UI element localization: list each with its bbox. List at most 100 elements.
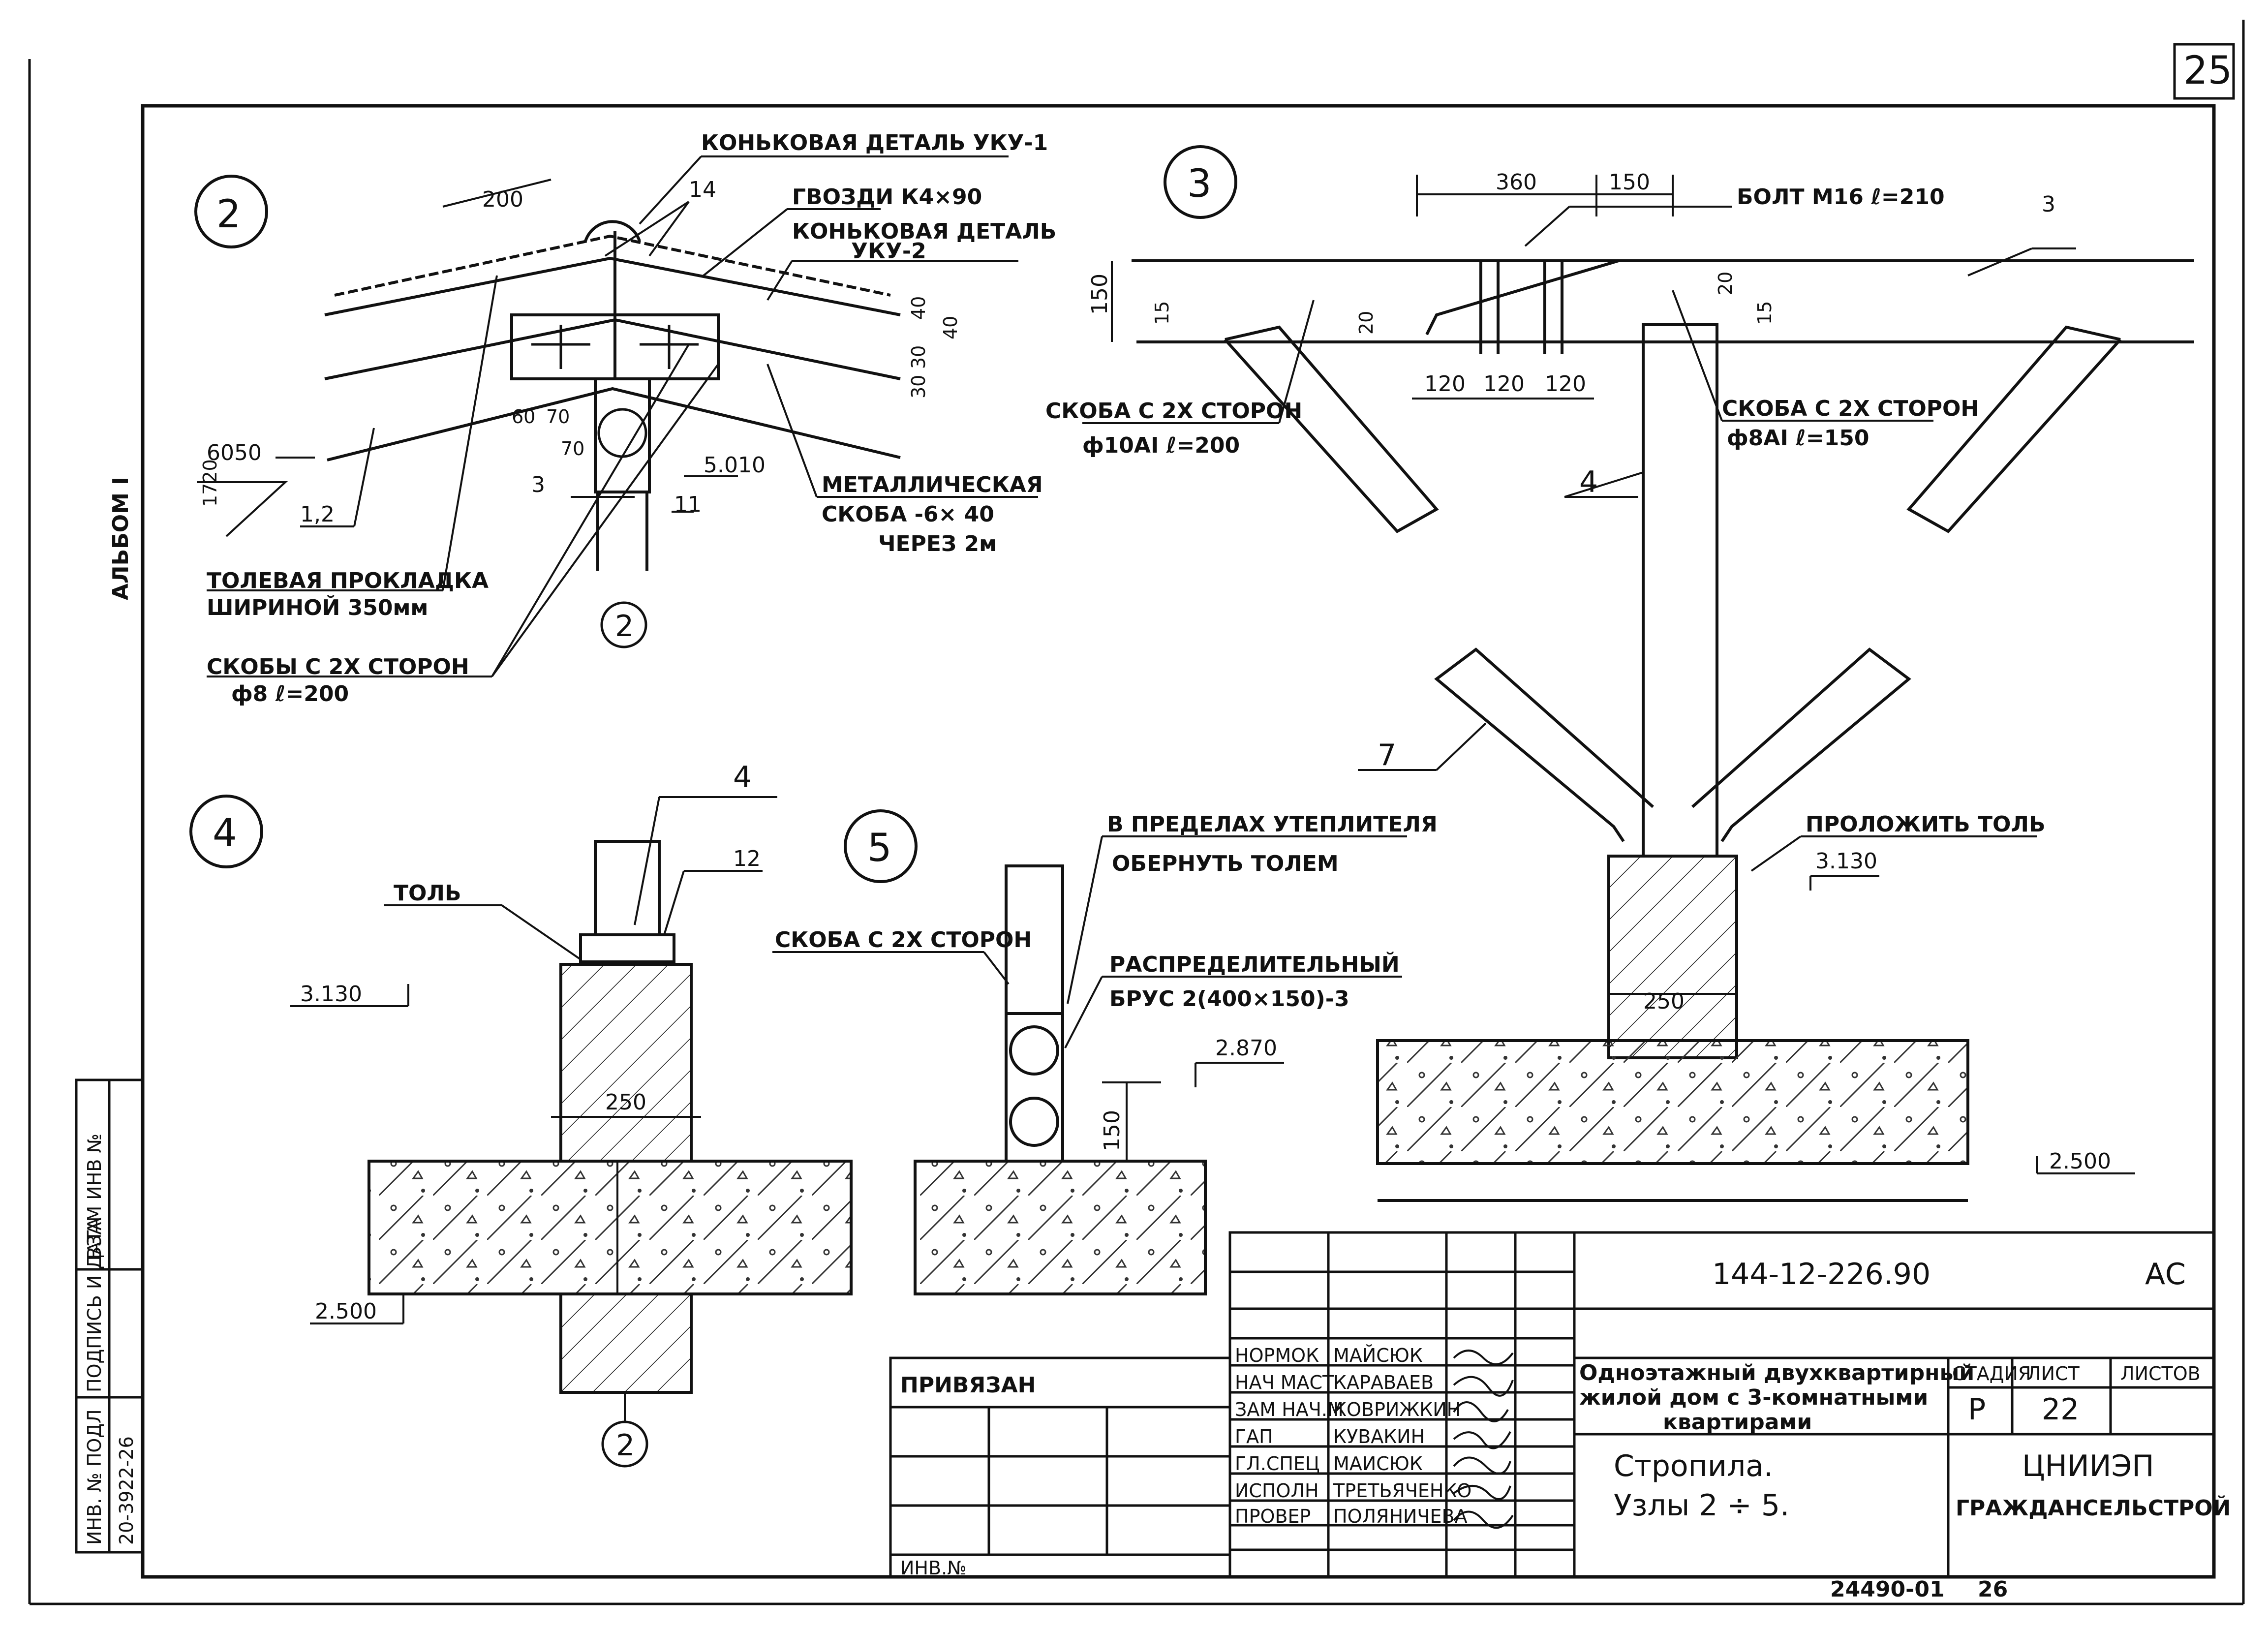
project-line3: квартирами (1663, 1410, 1812, 1435)
role-1: НАЧ МАСТ (1235, 1372, 1334, 1393)
label-4: 4 (1579, 465, 1598, 499)
metal-staple-line1: МЕТАЛЛИЧЕСКАЯ (822, 472, 1043, 497)
insulation-line2: ОБЕРНУТЬ ТОЛЕМ (1112, 851, 1339, 876)
dim-20a: 20 (1355, 311, 1377, 335)
staple-label: СКОБА С 2Х СТОРОН (775, 927, 1032, 953)
name-3: КУВАКИН (1333, 1426, 1425, 1447)
bolt-label: БОЛТ М16 ℓ=210 (1737, 185, 1945, 210)
node-3: 3 (1045, 145, 2194, 1202)
page-number: 25 (2183, 49, 2232, 93)
bottom-page: 26 (1978, 1577, 2008, 1602)
node-4-ref-circle (601, 1420, 648, 1468)
staples-line1: СКОБЫ С 2Х СТОРОН (207, 654, 469, 679)
node-3-geometry (1132, 259, 2194, 1202)
side-signature: ПОДПИСЬ И ДАТА (84, 1218, 105, 1392)
dim-40b: 40 (940, 316, 961, 339)
node-2: 2 (194, 130, 1056, 707)
ridge-detail-1-label: КОНЬКОВАЯ ДЕТАЛЬ УКУ-1 (701, 130, 1048, 155)
stage-header: СТАДИЯ (1952, 1363, 2031, 1384)
org-line2: ГРАЖДАНСЕЛЬСТРОЙ (1956, 1495, 2231, 1521)
node-3-number: 3 (1187, 162, 1212, 206)
metal-staple-line2: СКОБА -6× 40 (822, 502, 994, 527)
node-2-log-section (597, 408, 647, 458)
dim-1720: 1720 (199, 459, 221, 507)
role-2: ЗАМ НАЧ.М (1235, 1399, 1344, 1420)
title-block (889, 1231, 2215, 1578)
dim-30b: 30 (908, 375, 929, 399)
staple-right-line1: СКОБА С 2Х СТОРОН (1722, 396, 1979, 421)
dim-40a: 40 (908, 296, 929, 320)
side-stamp (75, 1078, 144, 1554)
beam-line1: РАСПРЕДЕЛИТЕЛЬНЫЙ (1109, 951, 1400, 977)
name-0: МАЙСЮК (1333, 1345, 1423, 1366)
stamp-code: 144-12-226.90 (1712, 1257, 1931, 1292)
insulation-line1: В ПРЕДЕЛАХ УТЕПЛИТЕЛЯ (1107, 812, 1438, 837)
node-2-ref-circle (600, 601, 647, 648)
node-2-roof (324, 220, 901, 571)
dim-250: 250 (605, 1090, 646, 1115)
node-5-callout (844, 809, 918, 883)
side-replace: ВЗАМ ИНВ № (84, 1134, 105, 1260)
nails-label: ГВОЗДИ К4×90 (792, 185, 982, 210)
sheet-title-line1: Стропила. (1614, 1449, 1773, 1483)
dim-120a: 120 (1424, 371, 1466, 397)
mark-2500: 2.500 (315, 1299, 377, 1324)
dim-120b: 120 (1483, 371, 1525, 397)
node-4-callout (189, 795, 263, 868)
dim-15a: 15 (1151, 301, 1173, 325)
label-12: 12 (733, 846, 761, 871)
beam-line2: БРУС 2(400×150)-3 (1109, 986, 1349, 1012)
ridge-detail-2-label-line2: УКУ-2 (851, 239, 926, 264)
name-4: МАИСЮК (1333, 1453, 1423, 1475)
label-1-2: 1,2 (300, 502, 335, 527)
sheet-header: ЛИСТ (2027, 1363, 2080, 1384)
dim-30a: 30 (908, 345, 929, 369)
name-6: ПОЛЯНИЧЕВА (1333, 1506, 1468, 1527)
node-2-number: 2 (216, 192, 241, 237)
dim-15b: 15 (1754, 301, 1776, 325)
dim-150: 150 (1609, 170, 1650, 195)
node-2-leaders (197, 155, 1038, 677)
node-4-number: 4 (213, 811, 237, 856)
felt-label: ТОЛЬ (394, 881, 461, 906)
label-3: 3 (531, 472, 545, 497)
node-3-dimlines (1082, 175, 2135, 1174)
lay-felt-label: ПРОЛОЖИТЬ ТОЛЬ (1806, 812, 2045, 837)
staples-line2: ф8 ℓ=200 (231, 681, 349, 707)
name-5: ТРЕТЬЯЧЕНКО (1333, 1480, 1471, 1502)
mark-2500: 2.500 (2049, 1149, 2111, 1174)
dim-6050: 6050 (207, 440, 262, 465)
label-3: 3 (2042, 192, 2055, 217)
side-inv-orig: ИНВ. № ПОДЛ (84, 1409, 105, 1545)
sheets-header: ЛИСТОВ (2120, 1363, 2201, 1384)
role-0: НОРМОК (1235, 1345, 1319, 1366)
dim-70a: 70 (546, 406, 570, 428)
project-line2: жилой дом с 3-комнатными (1579, 1385, 1928, 1410)
label-11: 11 (674, 492, 702, 517)
org-line1: ЦНИИЭП (2022, 1449, 2154, 1483)
node-5-number: 5 (867, 826, 892, 870)
dim-250: 250 (1643, 989, 1685, 1014)
mark-3130: 3.130 (300, 982, 362, 1007)
dim-70b: 70 (561, 438, 584, 460)
node-2-ref: 2 (615, 609, 634, 644)
name-1: КАРАВАЕВ (1333, 1372, 1434, 1393)
dim-60: 60 (512, 406, 535, 428)
mark-3130: 3.130 (1815, 849, 1877, 874)
stage-value: Р (1968, 1392, 1986, 1427)
label-4: 4 (733, 760, 752, 795)
role-4: ГЛ.СПЕЦ (1235, 1453, 1319, 1475)
bottom-code: 24490-01 (1830, 1577, 1945, 1602)
node-4-geometry (368, 840, 853, 1394)
label-7: 7 (1378, 738, 1396, 772)
node-5-leaders (772, 835, 1407, 1161)
name-2: КОВРИЖКИН (1333, 1399, 1461, 1420)
dim-120c: 120 (1545, 371, 1586, 397)
stamp-stage-mark: АС (2145, 1257, 2186, 1292)
signatures (1453, 1350, 1514, 1529)
dim-20b: 20 (1715, 272, 1736, 295)
node-4-ref: 2 (616, 1428, 635, 1463)
felt-pad-line2: ШИРИНОЙ 350мм (207, 594, 428, 620)
dim-150-vertical: 150 (1087, 274, 1112, 315)
